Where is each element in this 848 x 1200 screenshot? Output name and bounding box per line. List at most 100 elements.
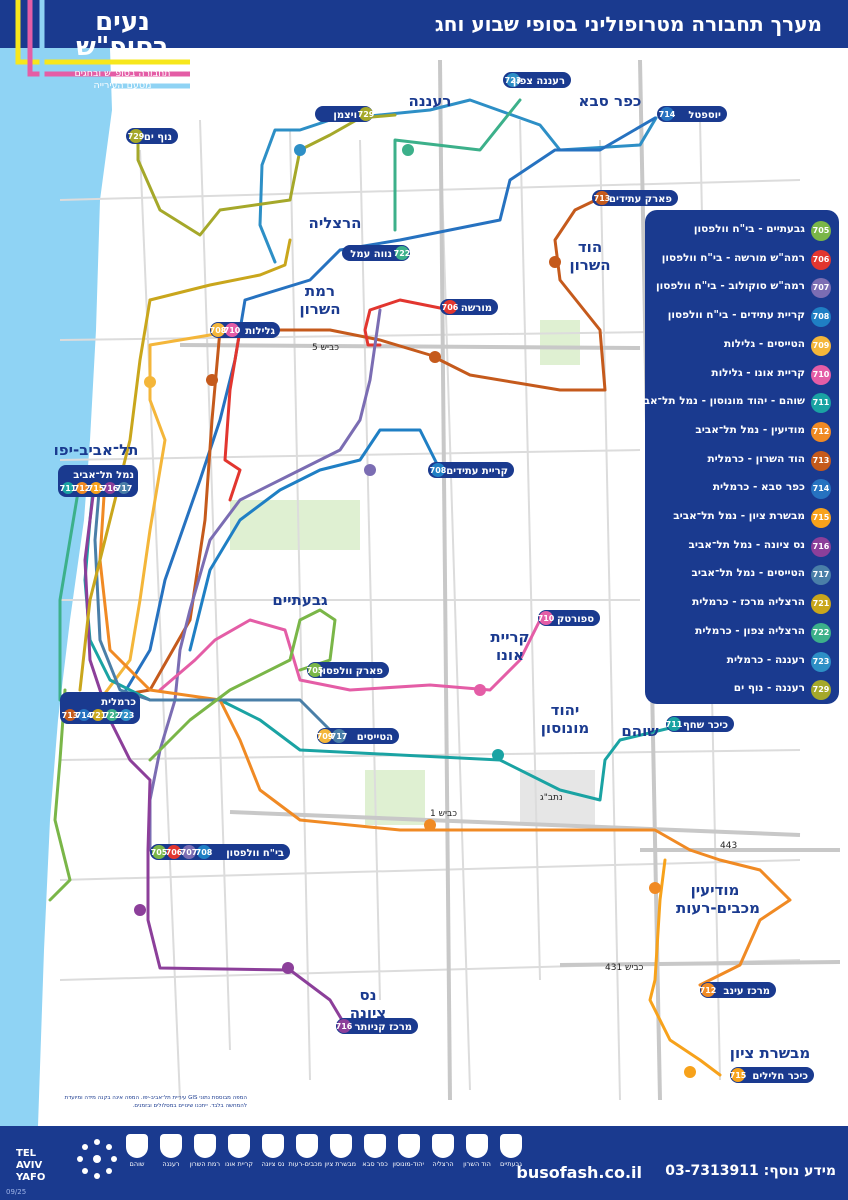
- terminal-merkaz-einav[interactable]: 712 מרכז עינב: [700, 982, 776, 998]
- svg-text:הטייסים: הטייסים: [357, 732, 393, 743]
- logo-name: נעים בסופ"ש: [76, 7, 169, 62]
- city-emblem-icon: [432, 1134, 454, 1158]
- svg-text:715: 715: [730, 1071, 747, 1080]
- legend-item-709: 709 הטייסים - גלילות: [645, 333, 839, 361]
- city-nes-ziona-2: ציונה: [350, 1004, 386, 1022]
- legend-text: קריית עתידים - בי"ח וולפסון: [667, 309, 805, 322]
- terminal-neve-amal[interactable]: 722 נווה עמל: [342, 245, 410, 261]
- svg-text:715: 715: [88, 484, 105, 493]
- city-shoham: שוהם: [621, 722, 659, 740]
- municipality-label: מבשרת ציון: [324, 1160, 356, 1168]
- city-emblem-icon: [126, 1134, 148, 1158]
- airport-label: נתב"ג: [540, 793, 563, 803]
- city-emblem-icon: [262, 1134, 284, 1158]
- terminal-namal-tlv[interactable]: נמל תל־אביב 711 712 715 716 717: [58, 465, 138, 497]
- line-badge: 723: [811, 651, 831, 672]
- line-badge: 705: [811, 221, 831, 241]
- svg-text:708: 708: [196, 848, 213, 857]
- municipality-label: שוהם: [129, 1160, 145, 1168]
- svg-text:709: 709: [317, 732, 334, 741]
- info-phone[interactable]: מידע נוסף: 03-7313911: [665, 1163, 836, 1179]
- terminal-karmelit[interactable]: כרמלית 713 714 721 722 723: [60, 692, 140, 724]
- terminal-kikar-shahaf[interactable]: 711 כיכר שחף: [666, 716, 734, 732]
- terminal-yosftal[interactable]: 714 יוספטל: [657, 106, 727, 122]
- city-ramat-hasharon-2: השרון: [299, 300, 340, 318]
- municipality-8: קריית אונו: [224, 1134, 254, 1168]
- city-emblem-icon: [500, 1134, 522, 1158]
- svg-text:713: 713: [594, 194, 611, 203]
- legend-text: רעננה - נוף ים: [733, 682, 805, 695]
- terminal-nof-yam[interactable]: 729 נוף ים: [126, 128, 178, 144]
- website-link[interactable]: busofash.co.il: [516, 1163, 642, 1182]
- line-badge: 722: [811, 622, 831, 643]
- municipality-2: הרצליה: [428, 1134, 458, 1168]
- line-badge: 707: [811, 278, 831, 299]
- svg-text:מרכז קניותר: מרכז קניותר: [354, 1022, 412, 1033]
- svg-text:מורשה: מורשה: [461, 303, 492, 314]
- svg-text:כרמלית: כרמלית: [101, 697, 136, 708]
- terminal-weizman[interactable]: 729 ויצמן: [315, 106, 375, 122]
- svg-text:706: 706: [442, 303, 459, 312]
- legend-text: הטייסים - גלילות: [723, 337, 805, 350]
- svg-text:708: 708: [210, 326, 227, 335]
- city-givatayim: גבעתיים: [272, 591, 328, 609]
- terminal-sportek[interactable]: 710 ספורטק: [538, 610, 600, 626]
- legend-text: כפר סבא - כרמלית: [712, 481, 805, 494]
- city-emblem-icon: [330, 1134, 352, 1158]
- terminal-kikar-halilim[interactable]: 715 כיכר חלילים: [730, 1067, 814, 1083]
- line-badge: 708: [811, 307, 831, 328]
- municipality-7: נס ציונה: [258, 1134, 288, 1168]
- municipality-label: כפר סבא: [362, 1160, 388, 1168]
- legend-text: הטייסים - נמל תל־אביב: [691, 567, 805, 580]
- municipality-4: כפר סבא: [360, 1134, 390, 1168]
- svg-text:707: 707: [181, 848, 198, 857]
- municipality-5: מבשרת ציון: [324, 1134, 356, 1168]
- municipality-9: רמת השרון: [190, 1134, 220, 1168]
- brand-logo: נעים בסופ"ש תחבורה בסופ"ש ובחגים מטעם הע…: [0, 0, 200, 100]
- route-markers: [134, 144, 696, 1078]
- terminal-park-wolfson[interactable]: 705 פארק וולפסון: [307, 662, 389, 678]
- terminal-glilot[interactable]: 708 710 גלילות: [210, 322, 280, 338]
- svg-text:721: 721: [90, 711, 107, 720]
- city-raanana: רעננה: [409, 92, 452, 110]
- svg-text:ספורטק: ספורטק: [557, 614, 594, 625]
- municipality-label: קריית אונו: [224, 1160, 253, 1168]
- road-5-label: כביש 5: [312, 343, 339, 353]
- map-disclaimer: המפה מבוססת נתוני GIS עיריית תל־אביב-יפו…: [64, 1095, 247, 1109]
- bus-routes: [48, 98, 792, 1077]
- line-badge: 709: [811, 335, 831, 356]
- terminal-park-atidim[interactable]: 713 פארק עתידים: [592, 190, 678, 206]
- terminal-raanana-north[interactable]: 723 רעננה צפון: [503, 72, 571, 88]
- municipality-11: שוהם: [122, 1134, 152, 1168]
- svg-text:בי"ח וולפסון: בי"ח וולפסון: [226, 848, 284, 859]
- terminal-wolfson-hospital[interactable]: 705 706 707 708 בי"ח וולפסון: [150, 844, 290, 860]
- terminal-merkaz-kanyotar[interactable]: 716 מרכז קניותר: [336, 1018, 418, 1034]
- terminal-kiryat-atidim[interactable]: 708 קריית עתידים: [428, 462, 514, 478]
- city-emblem-icon: [466, 1134, 488, 1158]
- municipality-label: גבעתיים: [500, 1160, 522, 1168]
- sea-area: [0, 48, 112, 1126]
- svg-text:כיכר חלילים: כיכר חלילים: [752, 1071, 808, 1082]
- line-badge: 713: [811, 450, 831, 471]
- svg-text:714: 714: [659, 110, 676, 119]
- terminal-morasha[interactable]: 706 מורשה: [440, 299, 498, 315]
- legend-text: נס ציונה - נמל תל־אביב: [688, 538, 805, 551]
- line-badge: 712: [811, 421, 831, 442]
- tlv-yafo-logo: TEL AVIV YAFO: [8, 1134, 126, 1184]
- city-nes-ziona-1: נס: [360, 986, 377, 1004]
- page-title: מערך תחבורה מטרופוליני בסופי שבוע וחג: [434, 12, 822, 36]
- city-kiryat-ono-2: אונו: [496, 646, 524, 664]
- municipality-label: הוד השרון: [463, 1160, 491, 1168]
- svg-text:מרכז עינב: מרכז עינב: [723, 986, 770, 997]
- terminal-hatayasim[interactable]: 709 717 הטייסים: [317, 728, 399, 744]
- svg-text:נווה עמל: נווה עמל: [350, 249, 392, 260]
- city-tel-aviv: תל־אביב-יפו: [54, 441, 139, 459]
- svg-text:712: 712: [700, 986, 717, 995]
